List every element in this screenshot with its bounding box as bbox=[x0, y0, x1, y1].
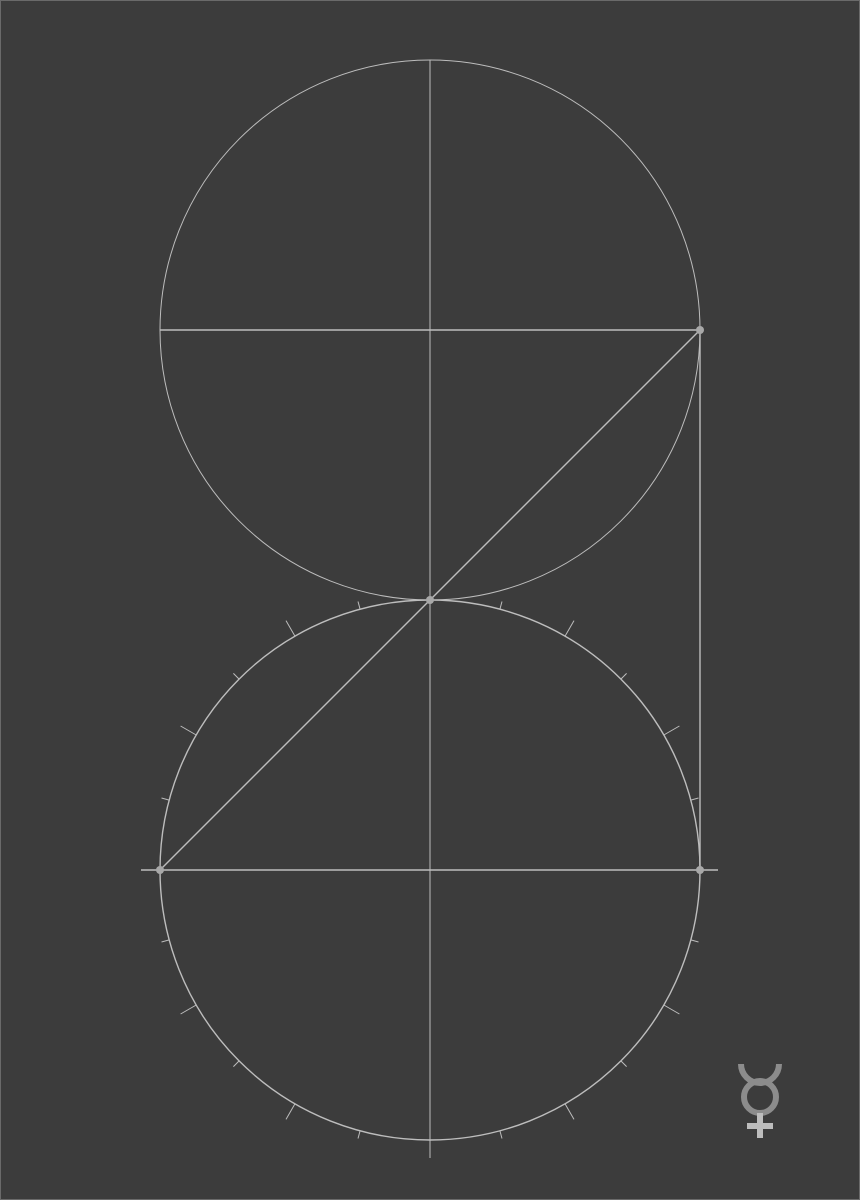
point-upper-right bbox=[696, 326, 704, 334]
tick-mark bbox=[663, 725, 680, 736]
point-lower-right bbox=[696, 866, 704, 874]
tick-mark bbox=[690, 797, 699, 801]
mercury-icon bbox=[738, 1063, 782, 1138]
tick-mark bbox=[180, 725, 197, 736]
tick-mark bbox=[663, 1004, 680, 1015]
tick-mark bbox=[564, 620, 575, 637]
tick-marks bbox=[161, 601, 699, 1139]
tick-mark bbox=[180, 1004, 197, 1015]
tick-mark bbox=[285, 620, 296, 637]
tick-mark bbox=[564, 1103, 575, 1120]
point-tangent bbox=[426, 596, 434, 604]
tick-mark bbox=[357, 601, 361, 610]
marked-points bbox=[156, 326, 704, 874]
tick-mark bbox=[357, 1130, 361, 1139]
tick-mark bbox=[233, 673, 240, 680]
tick-mark bbox=[285, 1103, 296, 1120]
tick-mark bbox=[161, 797, 170, 801]
tick-mark bbox=[499, 1130, 503, 1139]
tick-mark bbox=[499, 601, 503, 610]
tick-mark bbox=[690, 939, 699, 943]
tick-mark bbox=[620, 1060, 627, 1067]
tick-mark bbox=[620, 673, 627, 680]
point-lower-left bbox=[156, 866, 164, 874]
tick-mark bbox=[233, 1060, 240, 1067]
tick-mark bbox=[161, 939, 170, 943]
